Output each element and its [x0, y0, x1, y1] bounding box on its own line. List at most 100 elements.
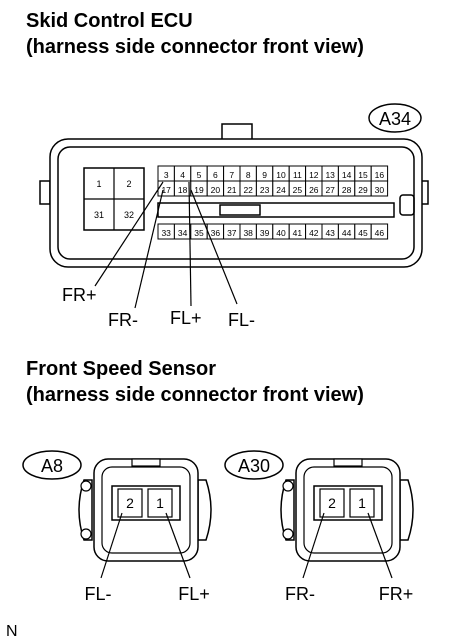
callout-fl-minus: FL-: [228, 310, 255, 330]
ecu-pin-44: 44: [342, 228, 352, 238]
ecu-pin-3: 3: [164, 170, 169, 180]
ecu-pin-33: 33: [161, 228, 171, 238]
sensor-callout-fl-minus: FL-: [85, 584, 112, 604]
ecu-pin-23: 23: [260, 185, 270, 195]
ecu-pin-2: 2: [126, 179, 131, 189]
connector-code-a34-text: A34: [379, 109, 411, 129]
sensor-pin-cell: [147, 488, 173, 518]
ecu-pin-25: 25: [293, 185, 303, 195]
ecu-pin-8: 8: [246, 170, 251, 180]
connector-hole: [282, 480, 294, 492]
ecu-pin-34: 34: [178, 228, 188, 238]
callout-fr-minus: FR-: [108, 310, 138, 330]
sensor-callout-fr-minus: FR-: [285, 584, 315, 604]
sensor-pin-1: 1: [156, 495, 164, 511]
leader-fl-minus: [190, 189, 238, 305]
leader-line: [302, 512, 325, 579]
ecu-pin-5: 5: [197, 170, 202, 180]
leader-line: [367, 512, 393, 579]
ecu-pin-17: 17: [161, 185, 171, 195]
connector-ear-right: [197, 479, 212, 541]
ecu-pin-41: 41: [293, 228, 303, 238]
ecu-pin-32: 32: [124, 210, 134, 220]
ecu-pin-21: 21: [227, 185, 237, 195]
ecu-pin-6: 6: [213, 170, 218, 180]
callout-fl-plus: FL+: [170, 308, 202, 328]
ecu-pin-38: 38: [243, 228, 253, 238]
sensor-pin-cell: [117, 488, 143, 518]
sensor-pin-2: 2: [328, 495, 336, 511]
connector-latch: [131, 458, 161, 467]
ecu-pin-45: 45: [358, 228, 368, 238]
ecu-pin-cell-30: [370, 180, 389, 197]
ecu-pin-37: 37: [227, 228, 237, 238]
ecu-pin-46: 46: [375, 228, 385, 238]
ecu-pin-10: 10: [276, 170, 286, 180]
ecu-pin-20: 20: [211, 185, 221, 195]
footer-mark: N: [6, 623, 18, 640]
ecu-pin-31: 31: [94, 210, 104, 220]
ecu-pin-1: 1: [96, 179, 101, 189]
connector-code-a34: A34: [368, 103, 422, 133]
ecu-pin-19: 19: [194, 185, 204, 195]
connector-code-text: A30: [238, 456, 270, 476]
callout-fr-plus: FR+: [62, 285, 97, 305]
connector-latch: [333, 458, 363, 467]
ecu-pin-36: 36: [211, 228, 221, 238]
ecu-pin-42: 42: [309, 228, 319, 238]
connector-hole: [80, 480, 92, 492]
sensor-callout-fl-plus: FL+: [178, 584, 210, 604]
ecu-pin-39: 39: [260, 228, 270, 238]
connector-code-bubble: [22, 450, 82, 480]
sensor-title: Front Speed Sensor: [26, 358, 216, 380]
ecu-pin-4: 4: [180, 170, 185, 180]
ecu-pin-35: 35: [194, 228, 204, 238]
sensor-pin-1: 1: [358, 495, 366, 511]
leader-line: [165, 512, 191, 579]
ecu-pin-18: 18: [178, 185, 188, 195]
ecu-pin-27: 27: [325, 185, 335, 195]
ecu-pin-26: 26: [309, 185, 319, 195]
sensor-connector-a8: A8 2 1FL- FL+: [22, 450, 212, 604]
ecu-pin-24: 24: [276, 185, 286, 195]
ecu-pin-40: 40: [276, 228, 286, 238]
ecu-pin-14: 14: [342, 170, 352, 180]
connector-hole: [282, 528, 294, 540]
leader-fr-plus: [94, 181, 164, 287]
leader-fr-minus: [134, 189, 164, 309]
connector-code-text: A8: [41, 456, 63, 476]
ecu-pin-9: 9: [262, 170, 267, 180]
sensor-pin-cell: [319, 488, 345, 518]
ecu-pin-13: 13: [325, 170, 335, 180]
sensor-connectors: A8 2 1FL- FL+ A30 2 1FR- FR+: [22, 450, 414, 604]
ecu-pin-row-top: 3 4 5 6 7 8 9 10 11 12 13 14 15 16: [157, 165, 389, 182]
ecu-pin-22: 22: [243, 185, 253, 195]
ecu-pin-28: 28: [342, 185, 352, 195]
ecu-pin-12: 12: [309, 170, 319, 180]
connector-code-bubble: [224, 450, 284, 480]
ecu-left-pin-block: 1 2 31 32: [83, 167, 145, 231]
ecu-pin-30: 30: [375, 185, 385, 195]
connector-hole: [80, 528, 92, 540]
ecu-title: Skid Control ECU: [26, 10, 193, 32]
sensor-connector-a30: A30 2 1FR- FR+: [224, 450, 414, 604]
ecu-pin-7: 7: [229, 170, 234, 180]
leader-line: [100, 512, 123, 579]
leader-fl-plus: [188, 181, 192, 307]
sensor-subtitle: (harness side connector front view): [26, 384, 364, 406]
connector-inner: [303, 466, 393, 554]
connector-inner: [101, 466, 191, 554]
sensor-pin-2: 2: [126, 495, 134, 511]
ecu-subtitle: (harness side connector front view): [26, 36, 364, 58]
ecu-pin-cell-46: [370, 223, 389, 240]
ecu-pin-11: 11: [293, 170, 302, 180]
sensor-callout-fr-plus: FR+: [379, 584, 414, 604]
ecu-pin-16: 16: [375, 170, 385, 180]
ecu-pin-15: 15: [358, 170, 368, 180]
ecu-leader-lines: [94, 181, 238, 309]
sensor-pin-cell: [349, 488, 375, 518]
